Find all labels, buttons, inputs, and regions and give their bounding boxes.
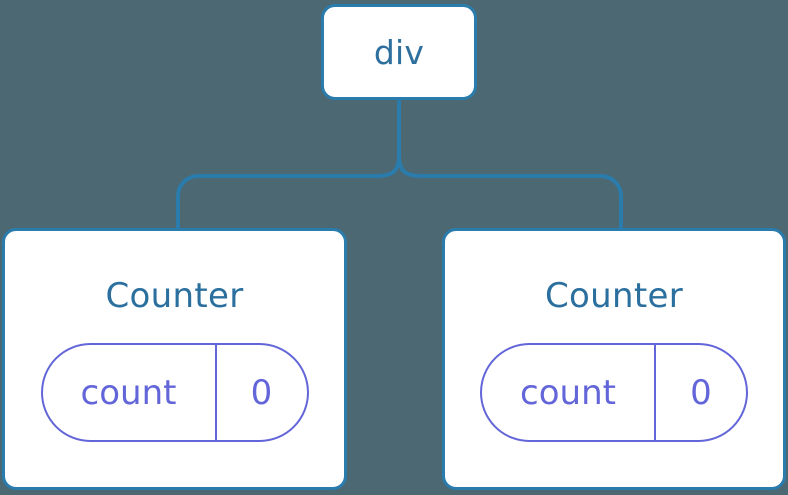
component-title: Counter: [545, 276, 683, 316]
root-node-label: div: [373, 32, 425, 72]
state-value-label: 0: [690, 372, 712, 413]
state-key-label: count: [482, 345, 656, 440]
connector-branch-left: [176, 154, 401, 229]
node-counter-left[interactable]: Counter count 0: [2, 228, 347, 490]
state-key-label: count: [43, 345, 217, 440]
state-value-label: 0: [250, 372, 273, 413]
node-counter-right[interactable]: Counter count 0: [442, 228, 786, 490]
state-pill[interactable]: count 0: [40, 343, 309, 442]
state-pill[interactable]: count 0: [480, 343, 748, 442]
node-root-div[interactable]: div: [321, 4, 477, 100]
component-title: Counter: [105, 276, 244, 316]
connector-branch-right: [397, 154, 623, 229]
